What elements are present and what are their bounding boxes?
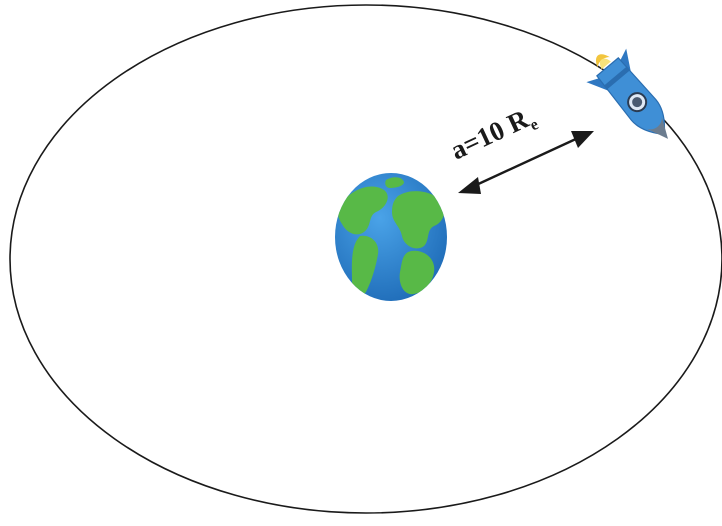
distance-label-main: a=10 R [446, 103, 534, 165]
distance-label: a=10 Re [446, 101, 541, 170]
rocket-icon [578, 39, 688, 156]
earth-globe-icon [335, 173, 447, 301]
arrowhead-left [458, 177, 481, 194]
svg-text:a=10 Re: a=10 Re [446, 101, 541, 170]
